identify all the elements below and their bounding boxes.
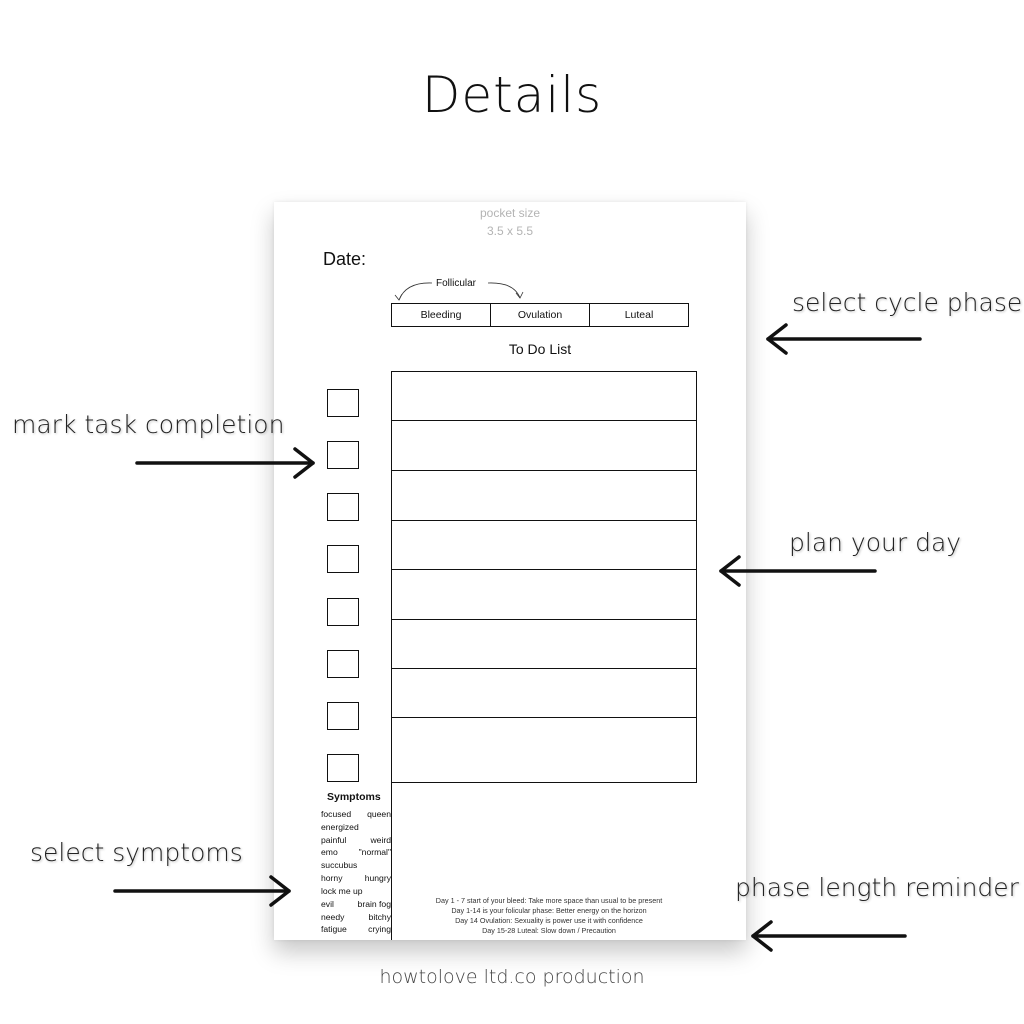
- task-checkbox[interactable]: [327, 493, 359, 521]
- todo-row-divider: [392, 668, 696, 669]
- symptom-row: horny hungry: [321, 873, 391, 883]
- symptom-option[interactable]: hungry: [364, 873, 391, 883]
- task-checkbox[interactable]: [327, 754, 359, 782]
- todo-row-divider: [392, 569, 696, 570]
- reminder-line: Day 1 - 7 start of your bleed: Take more…: [435, 896, 663, 905]
- todo-row-divider: [392, 717, 696, 718]
- symptom-option[interactable]: weird: [370, 835, 391, 845]
- symptom-option[interactable]: crying: [368, 924, 391, 934]
- task-checkbox[interactable]: [327, 389, 359, 417]
- symptoms-title: Symptoms: [327, 791, 381, 803]
- annotation-phase-length-reminder: phase length reminder: [735, 873, 1019, 902]
- reminder-line: Day 1-14 is your folicular phase: Better…: [451, 906, 647, 915]
- symptom-row: emo "normal": [321, 847, 391, 857]
- todo-row-divider: [392, 520, 696, 521]
- symptoms-divider: [391, 783, 392, 940]
- annotation-mark-task-completion: mark task completion: [12, 410, 285, 439]
- symptom-option[interactable]: painful: [321, 835, 347, 845]
- todo-row-divider: [392, 470, 696, 471]
- symptom-option[interactable]: queen: [367, 809, 391, 819]
- planner-sheet: pocket size 3.5 x 5.5 Date: Follicular B…: [274, 202, 746, 940]
- date-label: Date:: [323, 249, 367, 269]
- follicular-label: Follicular: [436, 278, 477, 289]
- phase-luteal[interactable]: Luteal: [589, 304, 688, 326]
- reminder-line: Day 14 Ovulation: Sexuality is power use…: [455, 916, 643, 925]
- todo-list: [391, 371, 697, 783]
- arrow-left-icon: [766, 323, 922, 355]
- follicular-arrow-icon: [394, 282, 524, 301]
- task-checkbox[interactable]: [327, 441, 359, 469]
- symptom-row: evil brain fog: [321, 899, 391, 909]
- symptom-option[interactable]: evil: [321, 899, 334, 909]
- symptom-row: painful weird: [321, 835, 391, 845]
- phase-ovulation[interactable]: Ovulation: [490, 304, 589, 326]
- phase-reminder: Day 1 - 7 start of your bleed: Take more…: [404, 896, 694, 936]
- task-checkbox[interactable]: [327, 650, 359, 678]
- todo-row-divider: [392, 619, 696, 620]
- symptom-row: focused queen: [321, 809, 391, 819]
- symptom-option[interactable]: emo: [321, 847, 338, 857]
- symptom-row: needy bitchy: [321, 912, 391, 922]
- symptom-row: fatigue crying: [321, 924, 391, 934]
- symptom-row: lock me up: [321, 886, 391, 896]
- symptom-row: succubus: [321, 860, 391, 870]
- arrow-right-icon: [135, 447, 315, 479]
- symptom-option[interactable]: succubus: [321, 860, 358, 870]
- annotation-plan-your-day: plan your day: [789, 528, 962, 557]
- page-title: Details: [421, 66, 603, 124]
- arrow-left-icon: [751, 920, 907, 952]
- task-checkbox[interactable]: [327, 598, 359, 626]
- annotation-select-symptoms: select symptoms: [30, 838, 243, 867]
- dimensions-label: 3.5 x 5.5: [486, 224, 534, 238]
- symptom-option[interactable]: "normal": [358, 847, 391, 857]
- symptom-option[interactable]: bitchy: [368, 912, 391, 922]
- symptom-option[interactable]: focused: [321, 809, 352, 819]
- cycle-phase-selector: Bleeding Ovulation Luteal: [391, 303, 689, 327]
- arrow-left-icon: [719, 555, 877, 587]
- symptom-option[interactable]: fatigue: [321, 924, 347, 934]
- symptom-option[interactable]: lock me up: [321, 886, 363, 896]
- symptom-option[interactable]: brain fog: [357, 899, 391, 909]
- annotation-select-cycle-phase: select cycle phase: [792, 288, 1023, 317]
- symptom-option[interactable]: horny: [321, 873, 343, 883]
- phase-bleeding[interactable]: Bleeding: [420, 309, 462, 321]
- arrow-right-icon: [113, 875, 291, 907]
- pocket-size-label: pocket size: [479, 206, 541, 220]
- task-checkbox[interactable]: [327, 702, 359, 730]
- symptom-option[interactable]: energized: [321, 822, 359, 832]
- footer-credit: howtolove ltd.co production: [379, 966, 645, 988]
- todo-list-title: To Do List: [508, 341, 572, 357]
- reminder-line: Day 15-28 Luteal: Slow down / Precaution: [482, 926, 616, 935]
- symptom-option[interactable]: needy: [321, 912, 345, 922]
- symptom-row: energized: [321, 822, 391, 832]
- task-checkbox[interactable]: [327, 545, 359, 573]
- todo-row-divider: [392, 420, 696, 421]
